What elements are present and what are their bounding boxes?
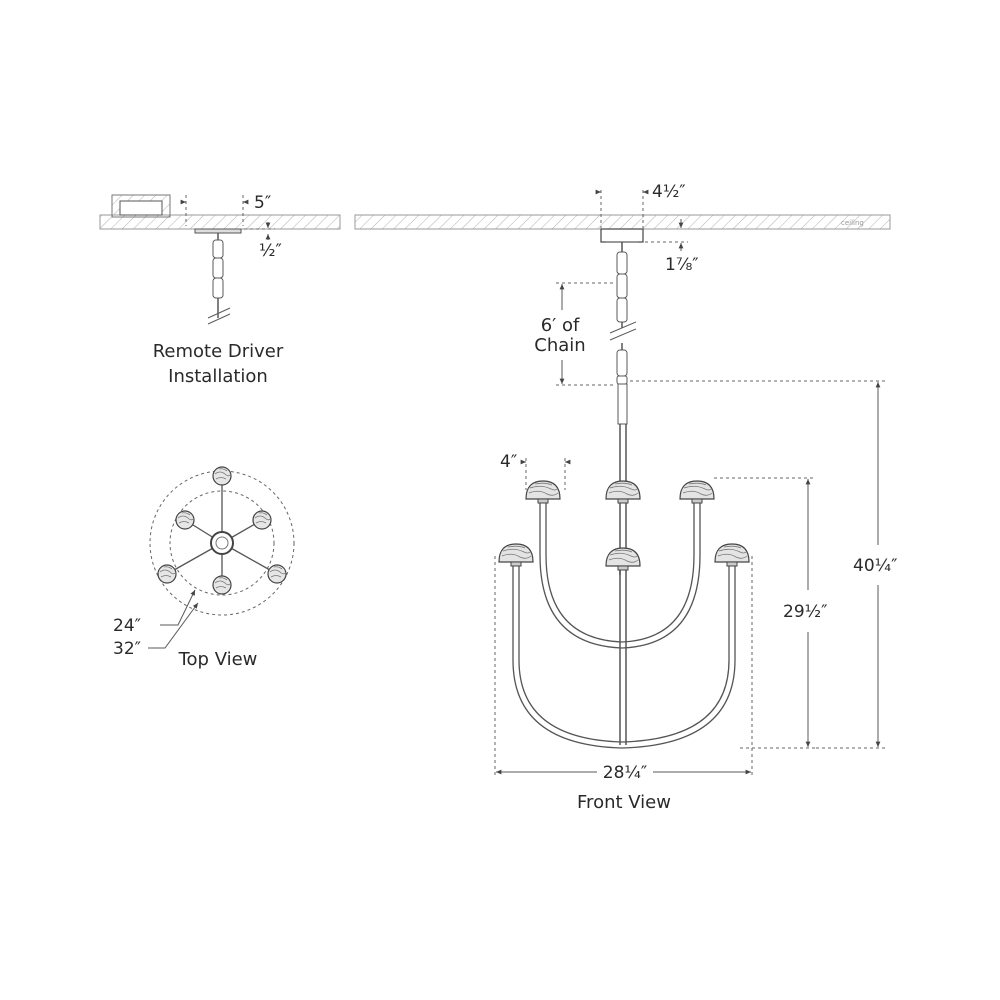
top-view-leader-lines bbox=[148, 589, 199, 649]
remote-chain bbox=[207, 233, 231, 325]
front-dim-overall-height-label: 40¼″ bbox=[853, 556, 897, 576]
front-canopy bbox=[600, 228, 644, 243]
top-view: 24″ 32″ Top View bbox=[113, 466, 295, 670]
top-view-title: Top View bbox=[178, 649, 258, 670]
front-dim-shade-label: 4″ bbox=[500, 452, 517, 472]
front-dim-overall-height bbox=[630, 380, 885, 749]
front-dim-chain-label-line1: 6′ of bbox=[541, 315, 580, 336]
top-view-inner-circle bbox=[169, 490, 275, 596]
top-view-dim-24in-label: 24″ bbox=[113, 616, 141, 636]
front-dim-canopy-height bbox=[645, 219, 688, 251]
front-dim-canopy-width bbox=[595, 189, 649, 228]
remote-driver-installation-view: 5″ ½″ Remote Driver Installation bbox=[99, 193, 341, 387]
top-view-arms bbox=[166, 476, 278, 583]
remote-dim-half-in-label: ½″ bbox=[259, 241, 282, 261]
front-dim-chain bbox=[556, 282, 616, 386]
remote-dim-5in bbox=[180, 195, 249, 226]
front-dim-chain-label-line2: Chain bbox=[534, 335, 585, 356]
front-view: ceiling 4½″ 1⅞″ bbox=[354, 182, 897, 813]
remote-dim-half-in bbox=[244, 222, 275, 240]
remote-driver-title-line2: Installation bbox=[168, 366, 268, 387]
front-dim-shade bbox=[520, 458, 571, 490]
front-dim-width bbox=[494, 556, 753, 778]
remote-driver-title-line1: Remote Driver bbox=[153, 341, 284, 362]
front-view-title: Front View bbox=[577, 792, 671, 813]
front-ceiling-label: ceiling bbox=[841, 219, 864, 227]
front-ceiling-hatch bbox=[354, 214, 891, 230]
front-dim-canopy-height-label: 1⅞″ bbox=[665, 255, 699, 275]
front-dim-width-label: 28¼″ bbox=[603, 763, 647, 783]
front-dim-fixture-height bbox=[714, 477, 816, 749]
top-view-dim-32in-label: 32″ bbox=[113, 639, 141, 659]
remote-canopy-plate bbox=[194, 228, 242, 234]
remote-dim-5in-label: 5″ bbox=[254, 193, 271, 213]
front-stem bbox=[617, 383, 628, 745]
front-chain bbox=[609, 242, 637, 385]
front-dim-canopy-width-label: 4½″ bbox=[652, 182, 686, 202]
remote-driver-inner bbox=[119, 200, 163, 216]
front-dim-fixture-height-label: 29½″ bbox=[783, 602, 827, 622]
front-arms bbox=[512, 503, 736, 749]
front-domes bbox=[498, 480, 750, 571]
